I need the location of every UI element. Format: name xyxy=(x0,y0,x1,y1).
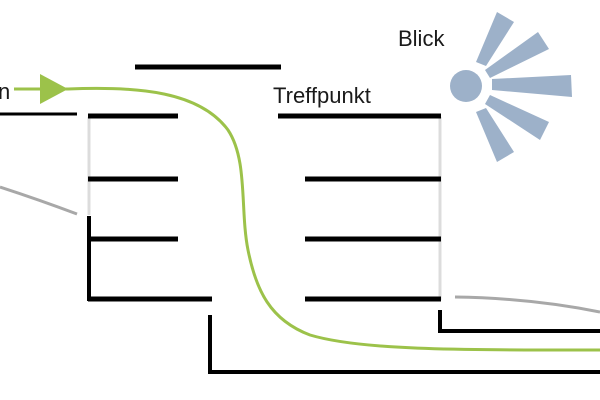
view-ray-2 xyxy=(485,32,549,78)
eye-icon xyxy=(450,12,572,162)
arrow-right-icon xyxy=(40,74,68,104)
view-ray-5 xyxy=(476,108,514,162)
entry-label: n xyxy=(0,79,10,104)
view-label: Blick xyxy=(398,26,445,51)
view-ray-1 xyxy=(476,12,514,66)
bottom-wall xyxy=(208,315,600,374)
secondary-path-left xyxy=(0,185,78,216)
view-ray-3 xyxy=(492,75,572,97)
secondary-path-right xyxy=(454,295,600,314)
right-lower-wall xyxy=(438,310,600,333)
meeting-point-label: Treffpunkt xyxy=(273,83,371,108)
main-path xyxy=(14,86,600,352)
eye-pupil xyxy=(450,70,482,102)
view-ray-4 xyxy=(485,95,549,140)
